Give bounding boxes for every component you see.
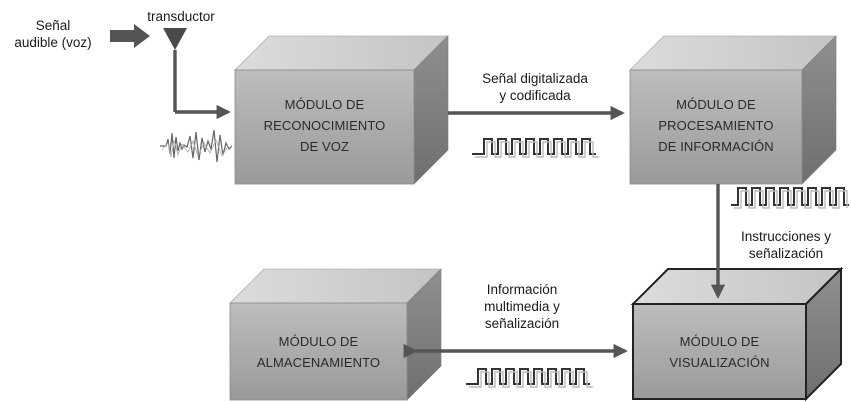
analog-waveform-shadow [161,138,229,158]
digital-pulse-train-1 [472,138,599,158]
module-storage-box [229,268,442,401]
input-signal-label: Señal audible (voz) [14,18,92,50]
transducer-label: transductor [147,9,215,24]
display-storage-label: Información multimedia y señalización [484,282,560,331]
module-voice-recognition-box [234,35,449,185]
analog-waveform-icon [160,129,233,163]
module-processing-box [629,35,837,185]
module-display-box [630,266,844,402]
module-display-label: MÓDULO DE VISUALIZACIÓN [669,334,770,370]
module-storage-label: MÓDULO DE ALMACENAMIENTO [256,334,381,370]
processing-to-display-label: Instrucciones y señalización [740,229,832,261]
voice-to-processing-label: Señal digitalizada y codificada [482,71,588,103]
digital-pulse-train-2 [731,187,849,209]
transducer-icon [163,28,231,120]
input-arrow-icon [110,24,150,48]
digital-pulse-train-3 [466,368,593,388]
module-voice-recognition-label: MÓDULO DE RECONOCIMIENTO DE VOZ [263,97,386,154]
module-processing-label: MÓDULO DE PROCESAMIENTO DE INFORMACIÓN [658,97,774,154]
